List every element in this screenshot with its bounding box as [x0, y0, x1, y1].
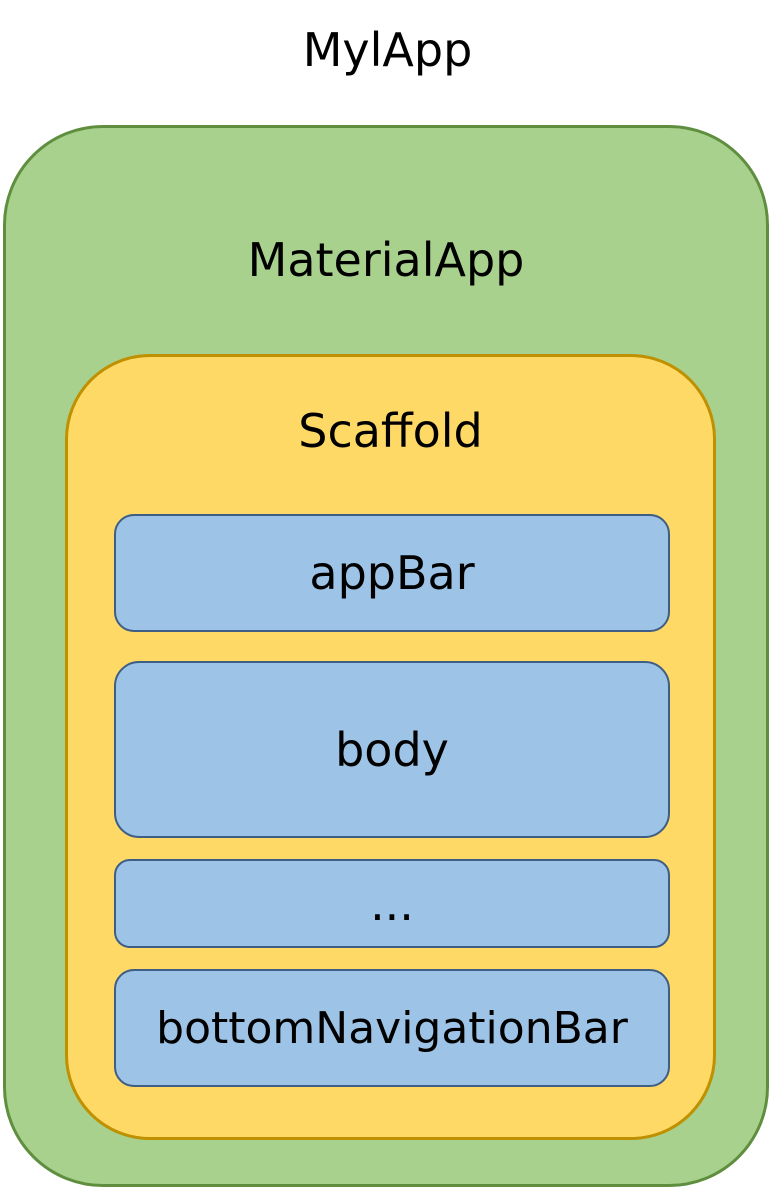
other-slots-ellipsis: ... — [114, 859, 670, 948]
root-widget-label: MylApp — [302, 23, 473, 77]
body-slot: body — [114, 661, 670, 838]
appbar-slot: appBar — [114, 514, 670, 632]
material-app-label: MaterialApp — [247, 233, 525, 287]
bottom-navigation-bar-slot: bottomNavigationBar — [114, 969, 670, 1087]
material-app-container: MaterialApp Scaffold appBar body ... bot… — [3, 125, 769, 1187]
scaffold-container: Scaffold appBar body ... bottomNavigatio… — [65, 354, 716, 1140]
scaffold-label: Scaffold — [298, 404, 483, 458]
